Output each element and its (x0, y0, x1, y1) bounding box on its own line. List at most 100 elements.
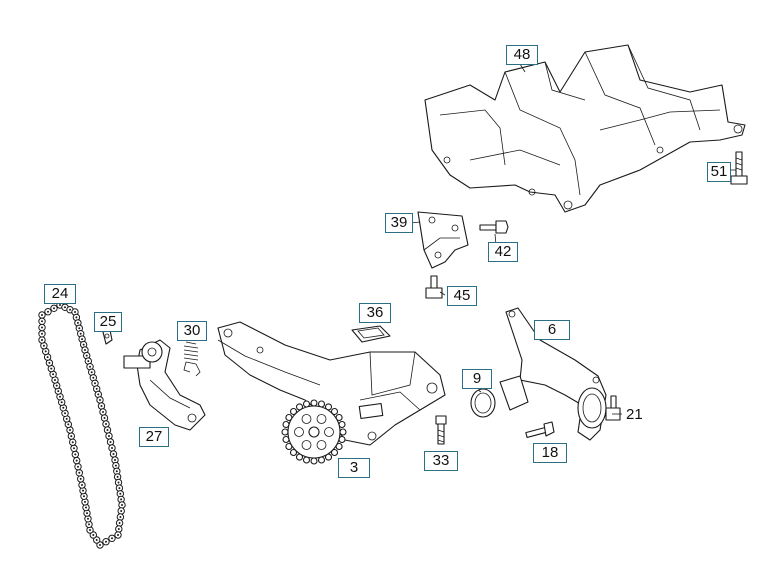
chain-pin (47, 310, 49, 313)
part-3-oil-pump (217, 321, 446, 446)
chain-pin (64, 306, 66, 309)
chain-pin (41, 326, 43, 329)
sprocket-tooth (289, 448, 298, 457)
chain-pin (86, 512, 88, 515)
chain-pin (48, 361, 51, 364)
chain-pin (81, 338, 84, 341)
chain-pin (100, 405, 103, 407)
chain-pin (87, 517, 89, 520)
part-45-bolt (425, 275, 443, 299)
chain-pin (99, 399, 101, 401)
chain-pin (120, 510, 123, 512)
chain-pin (41, 339, 43, 341)
sprocket-tooth (339, 428, 347, 436)
chain-pin (65, 417, 68, 420)
chain-pin (74, 311, 76, 313)
chain-pin (119, 516, 122, 518)
part-36-gasket (351, 325, 391, 343)
sprocket-hole (301, 440, 312, 450)
chain-pin (94, 382, 96, 385)
callout-39: 39 (385, 213, 413, 233)
chain-pin (44, 350, 47, 353)
sprocket-tooth (310, 399, 318, 407)
chain-pin (99, 544, 101, 546)
part-3-sprocket (281, 399, 347, 465)
chain-pin (112, 453, 115, 455)
chain-pin (46, 356, 49, 359)
callout-30: 30 (177, 321, 207, 341)
chain-pin (108, 435, 110, 437)
sprocket-hole (301, 414, 312, 424)
callout-36: 36 (359, 303, 391, 323)
part-25-clip (102, 329, 113, 345)
callout-45: 45 (447, 286, 477, 306)
callout-21: 21 (626, 406, 643, 423)
chain-pin (115, 470, 118, 473)
chain-pin (88, 523, 90, 526)
chain-pin (69, 308, 71, 311)
callout-27: 27 (139, 427, 169, 447)
chain-pin (117, 534, 119, 536)
chain-pin (78, 327, 81, 330)
chain-pin (64, 412, 66, 415)
sprocket-tooth (330, 407, 339, 416)
chain-pin (79, 332, 82, 335)
chain-pin (53, 307, 55, 310)
part-21-bolt (605, 395, 621, 421)
part-42-bolt (479, 220, 509, 234)
chain-pin (60, 401, 63, 404)
chain-pin (89, 365, 91, 368)
part-51-bolt (730, 151, 748, 185)
chain-pin (84, 349, 86, 351)
sprocket-tooth (289, 407, 298, 416)
chain-pin (42, 344, 45, 347)
chain-pin (55, 384, 58, 387)
chain-pin (76, 321, 79, 324)
chain-pin (57, 390, 60, 393)
chain-pin (114, 464, 117, 467)
part-24-chain (38, 301, 126, 549)
callout-48: 48 (506, 45, 538, 65)
chain-pin (116, 475, 119, 478)
chain-pin (81, 484, 83, 486)
callout-25: 25 (94, 312, 122, 332)
chain-pin (77, 465, 79, 468)
chain-pin (111, 447, 113, 449)
chain-pin (83, 495, 85, 498)
chain-pin (85, 354, 88, 357)
chain-pin (75, 316, 78, 319)
chain-pin (111, 537, 113, 540)
chain-pin (95, 387, 98, 390)
chain-pin (109, 441, 112, 443)
sprocket-hole (316, 414, 327, 424)
sprocket-tooth (330, 448, 339, 457)
chain-pin (79, 477, 82, 480)
callout-9: 9 (462, 369, 492, 389)
chain-pin (54, 379, 56, 381)
chain-pin (59, 395, 61, 398)
chain-pin (82, 489, 84, 492)
chain-pin (75, 459, 78, 462)
callout-6: 6 (534, 320, 570, 340)
chain-pin (69, 429, 71, 431)
part-30-spring (183, 341, 201, 377)
chain-pin (90, 371, 93, 374)
chain-pin (118, 487, 121, 490)
chain-pin (73, 447, 75, 450)
chain-pin (71, 441, 74, 444)
chain-pin (41, 332, 43, 335)
chain-pin (106, 429, 109, 431)
sprocket-tooth (281, 428, 289, 436)
chain-pin (52, 373, 55, 376)
chain-pin (118, 522, 121, 524)
callout-42: 42 (488, 242, 518, 262)
part-27-tensioner (123, 339, 206, 431)
chain-pin (41, 320, 43, 323)
chain-pin (85, 506, 87, 509)
chain-pin (89, 529, 91, 531)
sprocket-hole (324, 427, 334, 437)
chain-pin (67, 423, 70, 426)
callout-18: 18 (533, 443, 567, 463)
chain-pin (95, 539, 98, 541)
